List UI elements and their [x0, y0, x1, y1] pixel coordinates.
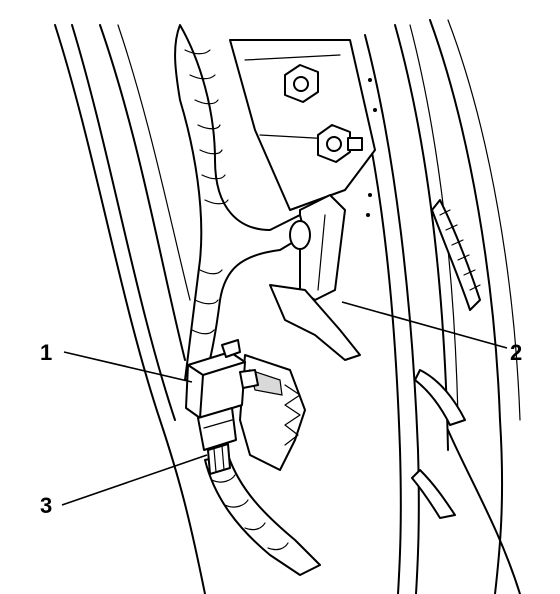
relay-connector	[197, 407, 237, 475]
relay	[185, 339, 259, 419]
callout-2: 2	[510, 340, 522, 365]
callout-leaders	[61, 301, 508, 506]
wiring-harness	[174, 24, 311, 381]
callout-1: 1	[40, 340, 52, 365]
callout-3: 3	[40, 493, 52, 518]
mounting-bracket	[229, 39, 377, 217]
lower-harness	[204, 454, 321, 576]
body-panel-outline	[54, 24, 206, 594]
leader-2	[341, 301, 508, 349]
leader-1	[63, 351, 193, 383]
bolt-lower	[317, 124, 363, 163]
right-harness	[411, 199, 481, 519]
callout-labels: 1 2 3	[40, 340, 522, 518]
leader-3	[61, 454, 208, 506]
bracket-arm	[269, 194, 361, 361]
bolt-upper	[284, 64, 319, 103]
